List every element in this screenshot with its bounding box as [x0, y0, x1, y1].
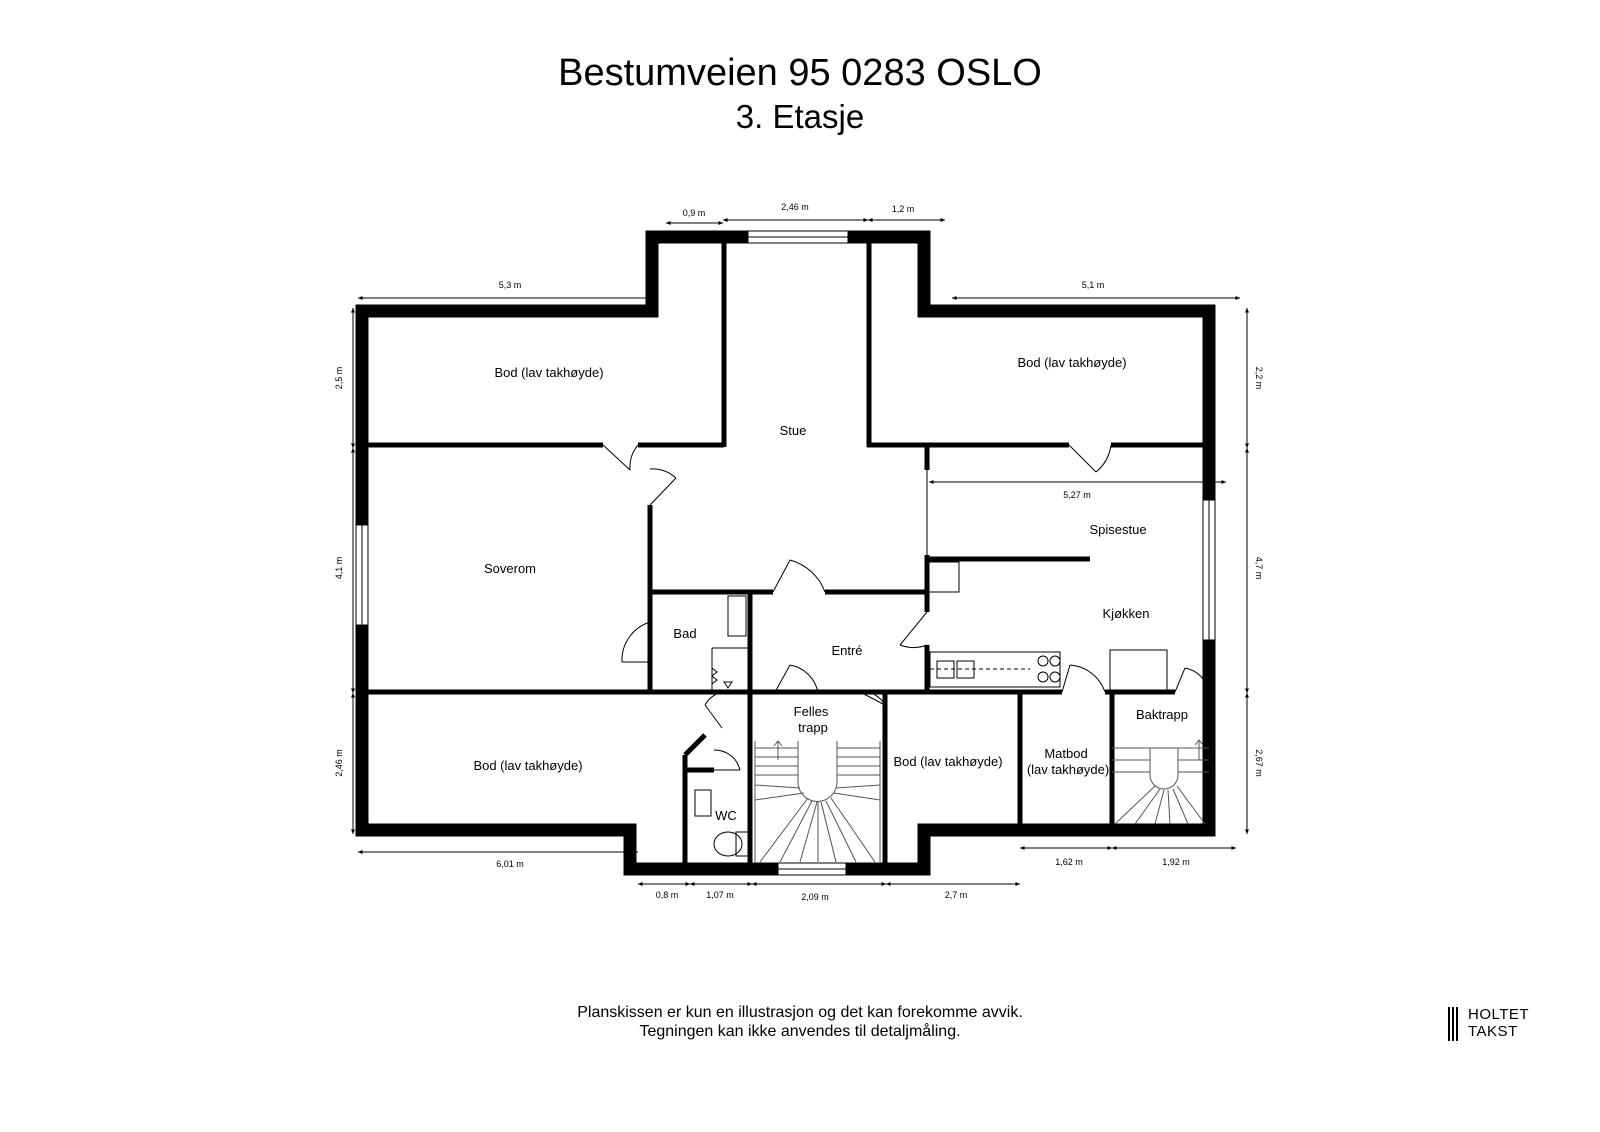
dim-label-left-41: 4,1 m: [334, 557, 344, 580]
interior-walls: [362, 237, 1209, 869]
dim-label-right-267: 2,67 m: [1254, 749, 1264, 777]
dim-label-right-47: 4,7 m: [1254, 557, 1264, 580]
disclaimer-line-1: Planskissen er kun en illustrasjon og de…: [577, 1004, 1023, 1021]
stairs-baktrapp: [1112, 739, 1209, 825]
room-label-bod-ne: Bod (lav takhøyde): [1017, 355, 1126, 370]
logo-text-line-2: TAKST: [1468, 1023, 1518, 1040]
doors: [602, 444, 1210, 771]
wc-toilet: [713, 831, 743, 857]
stairs-felles: [754, 740, 881, 863]
dim-label-left-246: 2,46 m: [334, 749, 344, 777]
dim-label-top-09: 0,9 m: [683, 208, 706, 218]
holtet-takst-logo: HOLTET TAKST: [1448, 1005, 1568, 1045]
room-label-wc: WC: [715, 808, 737, 823]
dim-label-bottom-192: 1,92 m: [1162, 857, 1190, 867]
room-label-bod-nw: Bod (lav takhøyde): [494, 365, 603, 380]
dim-label-top-246: 2,46 m: [781, 202, 809, 212]
windows: [355, 230, 1216, 876]
room-label-baktrapp: Baktrapp: [1136, 707, 1188, 722]
dim-label-bottom-162: 1,62 m: [1055, 857, 1083, 867]
dim-label-top-51: 5,1 m: [1082, 280, 1105, 290]
dim-label-top-12: 1,2 m: [892, 204, 915, 214]
bad-sink: [727, 595, 747, 637]
outer-wall: [355, 230, 1216, 876]
room-label-spisestue: Spisestue: [1089, 522, 1146, 537]
dim-label-bottom-08: 0,8 m: [656, 890, 679, 900]
dim-label-bottom-107: 1,07 m: [706, 890, 734, 900]
dim-label-bottom-601: 6,01 m: [496, 859, 524, 869]
dimension-labels: 0,9 m 2,46 m 1,2 m 5,3 m 5,1 m 2,5 m 4,1…: [334, 202, 1264, 902]
room-label-felles-trapp-1: Felles: [794, 704, 829, 719]
dim-label-top-53: 5,3 m: [499, 280, 522, 290]
room-label-entre: Entré: [831, 643, 862, 658]
room-label-matbod-2: (lav takhøyde): [1027, 762, 1109, 777]
wc-toilet-tank: [735, 831, 749, 857]
room-labels: Bod (lav takhøyde) Stue Bod (lav takhøyd…: [473, 355, 1188, 823]
plan-title: Bestumveien 95 0283 OSLO: [558, 52, 1042, 94]
dim-label-inner-527: 5,27 m: [1063, 490, 1091, 500]
dim-label-bottom-209: 2,09 m: [801, 892, 829, 902]
room-label-bod-s: Bod (lav takhøyde): [893, 754, 1002, 769]
disclaimer-line-2: Tegningen kan ikke anvendes til detaljmå…: [639, 1023, 961, 1040]
dim-label-right-22: 2,2 m: [1254, 367, 1264, 390]
room-label-bad: Bad: [673, 626, 696, 641]
room-label-soverom: Soverom: [484, 561, 536, 576]
room-label-kjokken: Kjøkken: [1103, 606, 1150, 621]
logo-bars-icon: [1448, 1007, 1462, 1041]
room-label-matbod-1: Matbod: [1044, 746, 1087, 761]
floor-label: 3. Etasje: [735, 98, 865, 135]
kitchen-table: [1109, 649, 1168, 691]
logo-text-line-1: HOLTET: [1468, 1006, 1530, 1023]
room-label-felles-trapp-2: trapp: [798, 720, 828, 735]
dim-label-bottom-27: 2,7 m: [945, 890, 968, 900]
room-label-bod-sw: Bod (lav takhøyde): [473, 758, 582, 773]
wc-sink: [694, 789, 712, 817]
fixtures: [694, 561, 1168, 857]
dim-label-left-25: 2,5 m: [334, 367, 344, 390]
fridge: [926, 561, 960, 593]
room-label-stue: Stue: [780, 423, 807, 438]
dimension-lines: [351, 218, 1249, 886]
